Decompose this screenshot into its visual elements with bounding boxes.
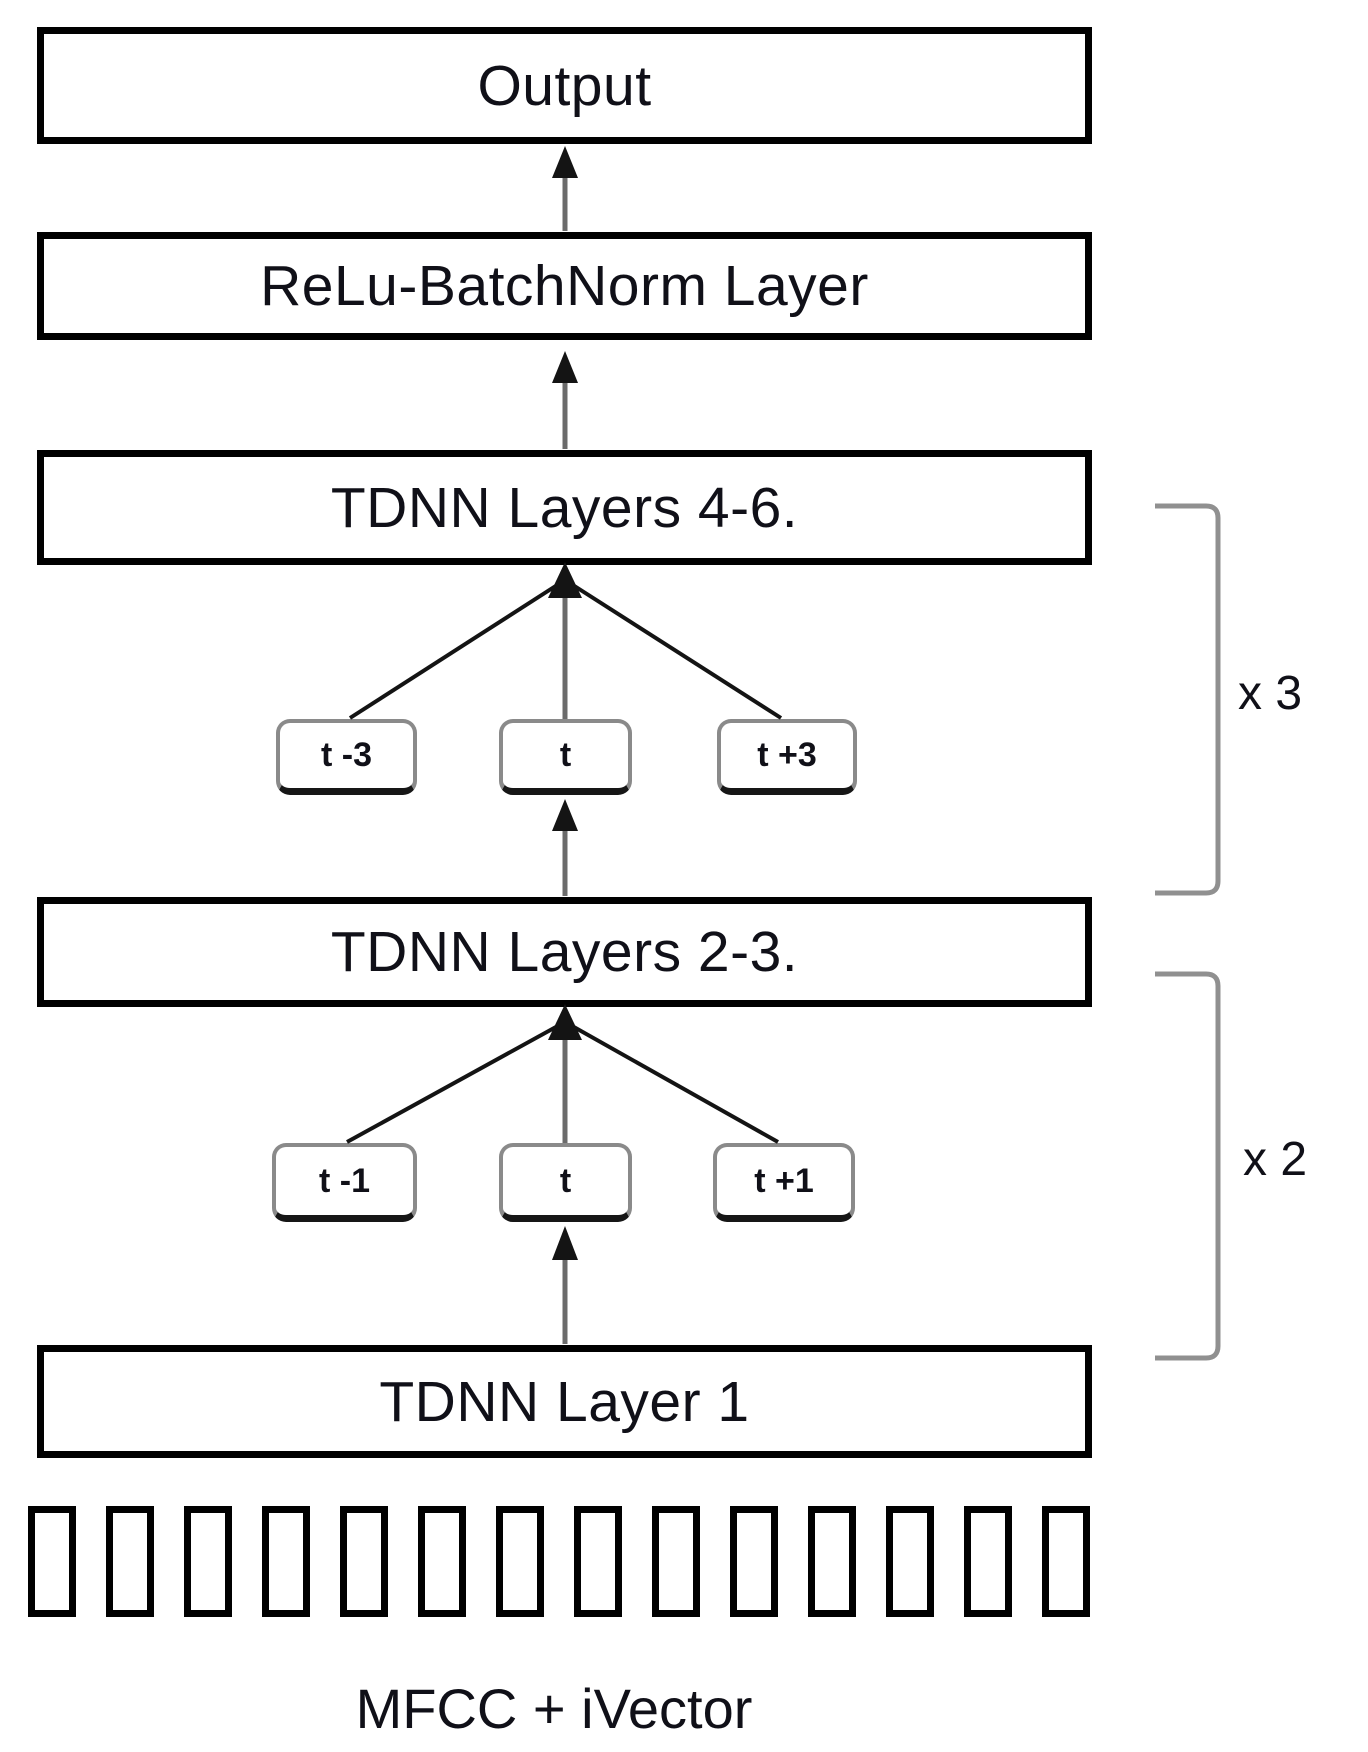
time-box-label: t +3 [757,736,817,774]
input-frame [28,1506,76,1617]
time-box-t-upper: t [499,719,632,795]
input-frame [1042,1506,1090,1617]
arrow-tdnn23-to-upper-t [552,799,578,896]
layer-label-tdnn-layer-1: TDNN Layer 1 [379,1369,750,1434]
time-box-label: t -1 [319,1161,370,1200]
bracket-x2 [1155,971,1221,1361]
bracket-x3 [1155,503,1221,896]
time-box-t-plus-3: t +3 [717,719,857,795]
layer-box-relu-batchnorm: ReLu-BatchNorm Layer [37,232,1092,340]
layer-box-tdnn-layers-4-6: TDNN Layers 4-6. [37,450,1092,565]
arrow-tdnn46-to-relu [552,351,578,449]
splice-upper-converging-arrows [348,562,783,720]
input-frame [340,1506,388,1617]
arrow-tdnn1-to-lower-t [552,1226,578,1344]
time-box-t-minus-1: t -1 [272,1143,417,1222]
layer-label-tdnn-layers-4-6: TDNN Layers 4-6. [330,475,799,540]
input-frame [106,1506,154,1617]
layer-box-output: Output [37,27,1092,144]
input-frame [184,1506,232,1617]
input-frame [496,1506,544,1617]
input-frame [418,1506,466,1617]
input-frame [886,1506,934,1617]
layer-label-relu-batchnorm: ReLu-BatchNorm Layer [260,254,869,318]
time-box-t-lower: t [499,1143,632,1222]
repeat-label-x3: x 3 [1238,667,1303,720]
input-frame [730,1506,778,1617]
layer-box-tdnn-layer-1: TDNN Layer 1 [37,1345,1092,1458]
input-frame [808,1506,856,1617]
layer-label-tdnn-layers-2-3: TDNN Layers 2-3. [330,920,799,984]
layer-box-tdnn-layers-2-3: TDNN Layers 2-3. [37,897,1092,1007]
input-frame [964,1506,1012,1617]
repeat-label-x2: x 2 [1243,1133,1308,1186]
layer-label-output: Output [477,53,652,118]
time-box-label: t [559,1161,572,1200]
input-frame [574,1506,622,1617]
splice-lower-converging-arrows [346,1004,779,1144]
input-frame [262,1506,310,1617]
time-box-label: t -3 [321,736,372,774]
time-box-t-plus-1: t +1 [713,1143,855,1222]
time-box-label: t +1 [754,1161,814,1200]
input-frame [652,1506,700,1617]
input-features-caption: MFCC + iVector [355,1677,753,1740]
time-box-t-minus-3: t -3 [276,719,417,795]
time-box-label: t [559,736,572,774]
arrow-relu-to-output [552,146,578,231]
input-frame-row [28,1506,1090,1617]
